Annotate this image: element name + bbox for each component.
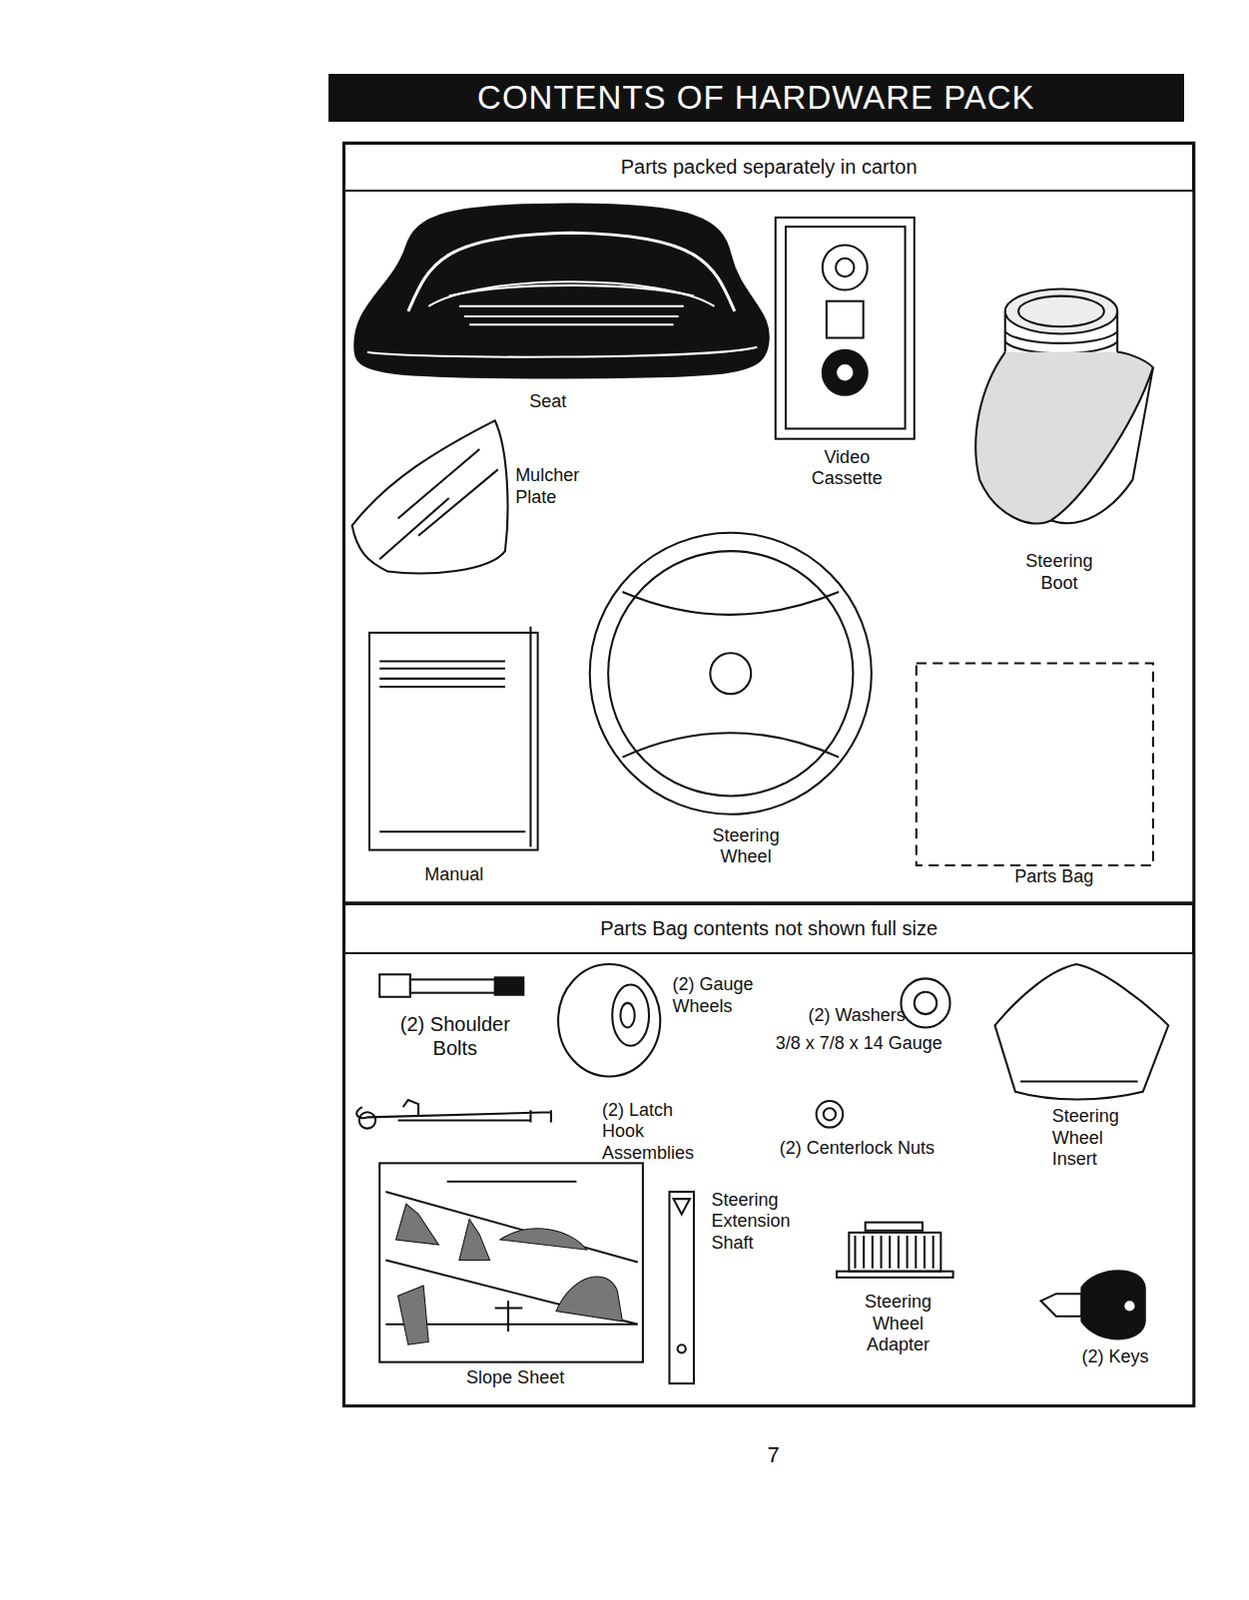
title-bar: CONTENTS OF HARDWARE PACK bbox=[328, 73, 1184, 122]
part-label: Steering Wheel Insert bbox=[1052, 1106, 1130, 1172]
part-label: Steering Extension Shaft bbox=[710, 1190, 803, 1255]
section-header: Parts packed separately in carton bbox=[343, 142, 1194, 192]
header-text: Parts Bag contents not shown full size bbox=[600, 917, 938, 941]
part-label: Parts Bag bbox=[1014, 866, 1094, 889]
part-label: Video Cassette bbox=[811, 447, 884, 491]
title: CONTENTS OF HARDWARE PACK bbox=[477, 78, 1036, 117]
page-number: 7 bbox=[767, 1442, 780, 1469]
part-label: Steering Boot bbox=[1018, 551, 1101, 595]
part-label: (2) Latch Hook Assemblies bbox=[602, 1100, 714, 1166]
part-label: Steering Wheel bbox=[704, 825, 787, 869]
part-label: 3/8 x 7/8 x 14 Gauge bbox=[775, 1033, 943, 1056]
part-label: (2) Keys bbox=[1082, 1346, 1150, 1369]
part-label: Seat bbox=[529, 391, 567, 414]
part-label: Steering Wheel Adapter bbox=[841, 1291, 954, 1357]
part-label: Manual bbox=[424, 864, 484, 887]
part-label: (2) Gauge Wheels bbox=[672, 974, 775, 1018]
section-header: Parts Bag contents not shown full size bbox=[343, 903, 1194, 955]
part-label: Mulcher Plate bbox=[515, 465, 590, 509]
part-label: (2) Shoulder Bolts bbox=[399, 1012, 512, 1061]
part-label: Slope Sheet bbox=[466, 1367, 565, 1390]
part-label: (2) Centerlock Nuts bbox=[779, 1138, 935, 1161]
header-text: Parts packed separately in carton bbox=[621, 155, 918, 179]
part-label: (2) Washers bbox=[807, 1005, 905, 1028]
